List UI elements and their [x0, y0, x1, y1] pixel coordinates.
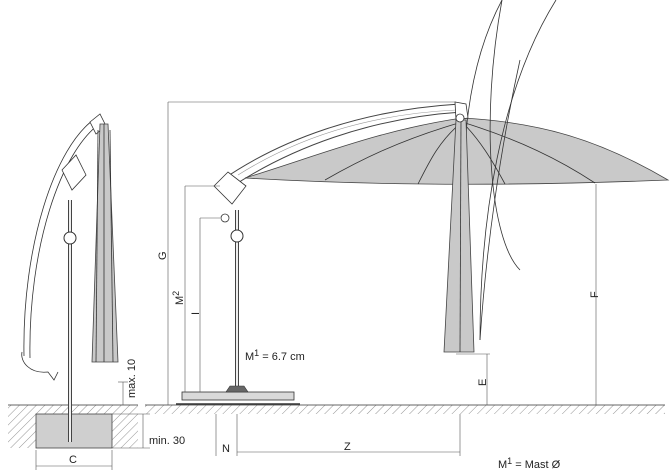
dimension-z: Z — [237, 414, 461, 456]
mast-diameter-label: M1 = 6.7 cm — [245, 348, 305, 363]
dimension-f: F — [589, 184, 601, 405]
crank-knob — [63, 231, 77, 245]
dimension-e: E — [456, 353, 490, 405]
svg-text:min. 30: min. 30 — [149, 435, 185, 447]
foundation-block — [35, 413, 113, 449]
dimension-i: I — [190, 217, 220, 392]
open-umbrella — [176, 0, 670, 405]
svg-text:N: N — [222, 443, 230, 455]
dimension-max10: max. 10 — [118, 359, 138, 405]
folded-canopy — [91, 123, 119, 363]
svg-text:Z: Z — [344, 441, 351, 453]
legend: M1 = Mast Ø — [498, 456, 561, 471]
base-plate — [181, 391, 295, 401]
svg-text:G: G — [157, 251, 169, 260]
svg-text:M1 = 6.7 cm: M1 = 6.7 cm — [245, 348, 305, 363]
dimension-g: G — [157, 101, 456, 405]
svg-text:E: E — [477, 379, 489, 386]
dimension-n: N — [215, 414, 238, 456]
svg-text:max. 10: max. 10 — [126, 359, 138, 398]
dimension-m2: M2 — [171, 185, 220, 392]
svg-text:M2: M2 — [171, 291, 186, 305]
closed-umbrella — [21, 113, 119, 449]
svg-text:C: C — [69, 454, 77, 466]
svg-text:M1 = Mast Ø: M1 = Mast Ø — [498, 456, 561, 471]
svg-text:I: I — [190, 312, 202, 315]
crank-knob — [230, 229, 244, 243]
ground — [8, 404, 665, 448]
dimension-c: C — [35, 450, 113, 470]
dimension-min30: min. 30 — [112, 413, 185, 449]
svg-text:F: F — [589, 291, 601, 298]
